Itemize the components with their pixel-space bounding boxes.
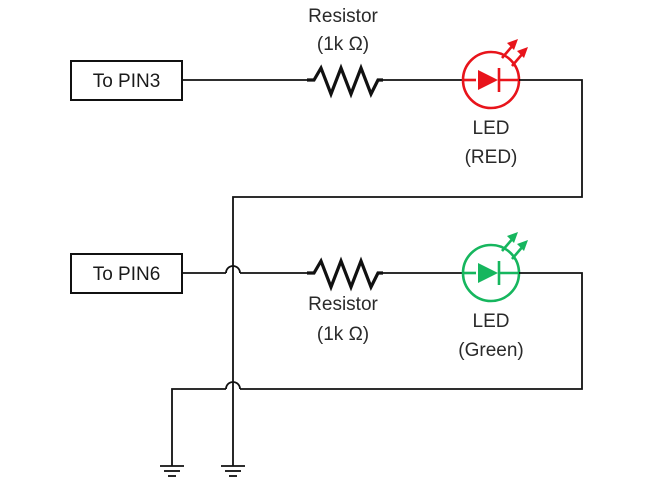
resistor-top-value: (1k Ω) xyxy=(317,34,369,55)
ground-left-symbol xyxy=(160,465,184,477)
pin3-label: To PIN3 xyxy=(93,71,161,92)
wire-red-led-return xyxy=(232,79,583,263)
resistor-bottom-value: (1k Ω) xyxy=(317,324,369,345)
ground-right-symbol xyxy=(221,465,245,477)
red-led-symbol xyxy=(461,39,528,110)
wire-green-return-left xyxy=(171,388,226,466)
red-led-color-label: (RED) xyxy=(465,147,518,168)
red-led-branch: To PIN3 Resistor (1k Ω) LED (RED) xyxy=(70,6,583,263)
green-led-name: LED xyxy=(473,311,510,332)
resistor-top-name: Resistor xyxy=(308,6,378,27)
green-led-symbol xyxy=(461,232,528,303)
green-led-branch: To PIN6 Resistor (1k Ω) LED (Green) xyxy=(70,232,583,466)
resistor-bottom-symbol xyxy=(307,256,383,292)
resistor-bottom-name: Resistor xyxy=(308,294,378,315)
pin6-label: To PIN6 xyxy=(93,264,161,285)
resistor-top-symbol xyxy=(307,63,383,99)
red-led-name: LED xyxy=(473,118,510,139)
pin3-box xyxy=(70,60,183,101)
green-led-color-label: (Green) xyxy=(458,340,523,361)
wire-green-led-return xyxy=(240,272,583,390)
